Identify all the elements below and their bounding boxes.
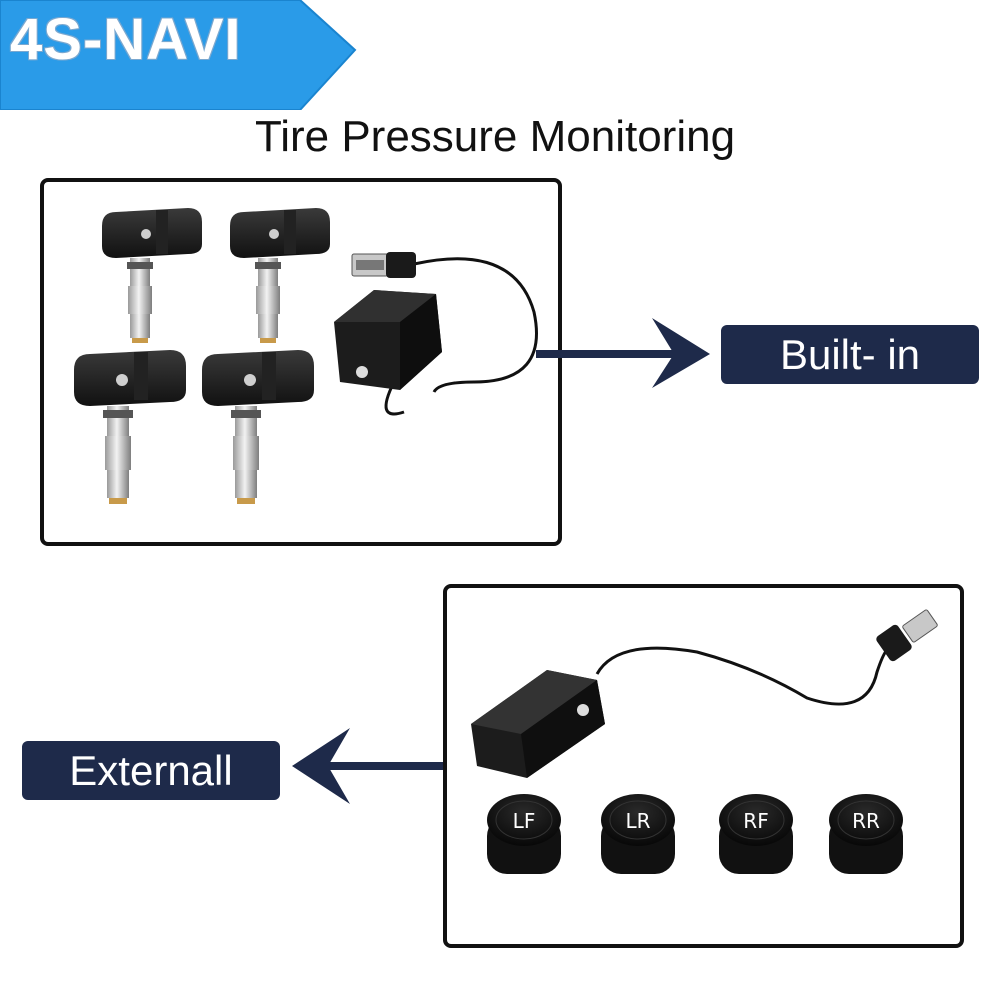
tire-sensor-cap-rr: RR [829, 794, 903, 874]
cap-label-rr: RR [852, 809, 880, 833]
external-product-frame: LF LR RF RR [443, 584, 964, 948]
external-product-image: LF LR RF RR [471, 609, 938, 874]
cap-label-lf: LF [513, 809, 536, 833]
cap-label-lr: LR [625, 809, 650, 833]
tire-sensor-cap-rf: RF [719, 794, 793, 874]
brand-banner: 4S-NAVI [0, 0, 360, 110]
receiver-module [471, 670, 605, 778]
usb-plug [351, 252, 416, 278]
valve-sensor [102, 208, 202, 343]
valve-sensor [74, 350, 186, 504]
external-label: Externall [22, 741, 280, 800]
tire-sensor-cap-lr: LR [601, 794, 675, 874]
banner-shape [0, 0, 357, 110]
brand-name: 4S-NAVI [10, 7, 242, 72]
valve-sensor [230, 208, 330, 343]
cap-label-rf: RF [743, 809, 768, 833]
arrow-right-icon [534, 318, 714, 388]
receiver-module [334, 290, 442, 390]
builtin-product-frame [40, 178, 562, 546]
tire-sensor-cap-lf: LF [487, 794, 561, 874]
builtin-product-image [74, 208, 538, 504]
page-title: Tire Pressure Monitoring [254, 112, 736, 161]
valve-sensor [202, 350, 314, 504]
builtin-label: Built- in [721, 325, 979, 384]
usb-plug [876, 609, 938, 662]
